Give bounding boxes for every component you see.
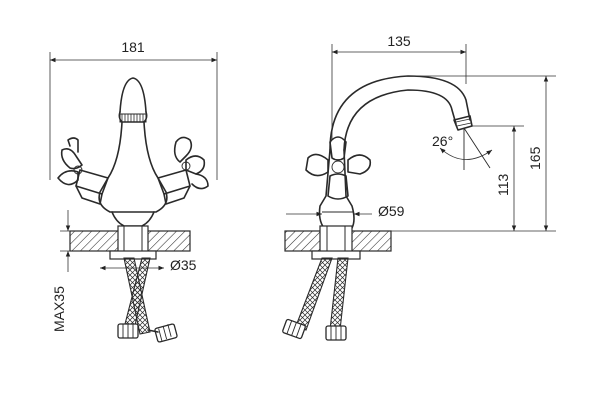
- width-label: 181: [121, 39, 145, 55]
- supply-diameter-label: Ø35: [170, 257, 197, 273]
- side-view: 135 26°: [282, 33, 556, 341]
- right-cross-handle[interactable]: [157, 136, 209, 205]
- mount-depth-dimension: MAX35: [51, 210, 80, 332]
- side-spout: [329, 75, 473, 151]
- width-dimension: 181: [49, 39, 218, 180]
- front-spout: [118, 77, 148, 123]
- base-diameter-label: Ø59: [378, 203, 405, 219]
- side-mount-nut: [311, 250, 361, 260]
- side-body: [318, 149, 355, 229]
- total-height-label: 165: [527, 146, 543, 170]
- front-body: [98, 121, 168, 227]
- spout-angle-annotation: 26°: [432, 127, 493, 170]
- base-diameter-dimension: Ø59: [286, 203, 405, 219]
- reach-dimension: 135: [331, 33, 467, 140]
- side-supply-hoses: [282, 257, 349, 341]
- side-cross-handle[interactable]: [305, 136, 372, 200]
- outlet-height-dimension: 113: [372, 125, 524, 232]
- total-height-dimension: 165: [410, 75, 556, 232]
- aerator: [119, 113, 147, 123]
- left-cross-handle[interactable]: [57, 137, 109, 205]
- front-supply-hoses: [117, 257, 178, 343]
- spout-angle-label: 26°: [432, 133, 453, 149]
- mount-depth-label: MAX35: [51, 286, 67, 332]
- outlet-height-label: 113: [495, 173, 511, 196]
- front-view: 181: [49, 39, 218, 343]
- reach-label: 135: [387, 33, 411, 49]
